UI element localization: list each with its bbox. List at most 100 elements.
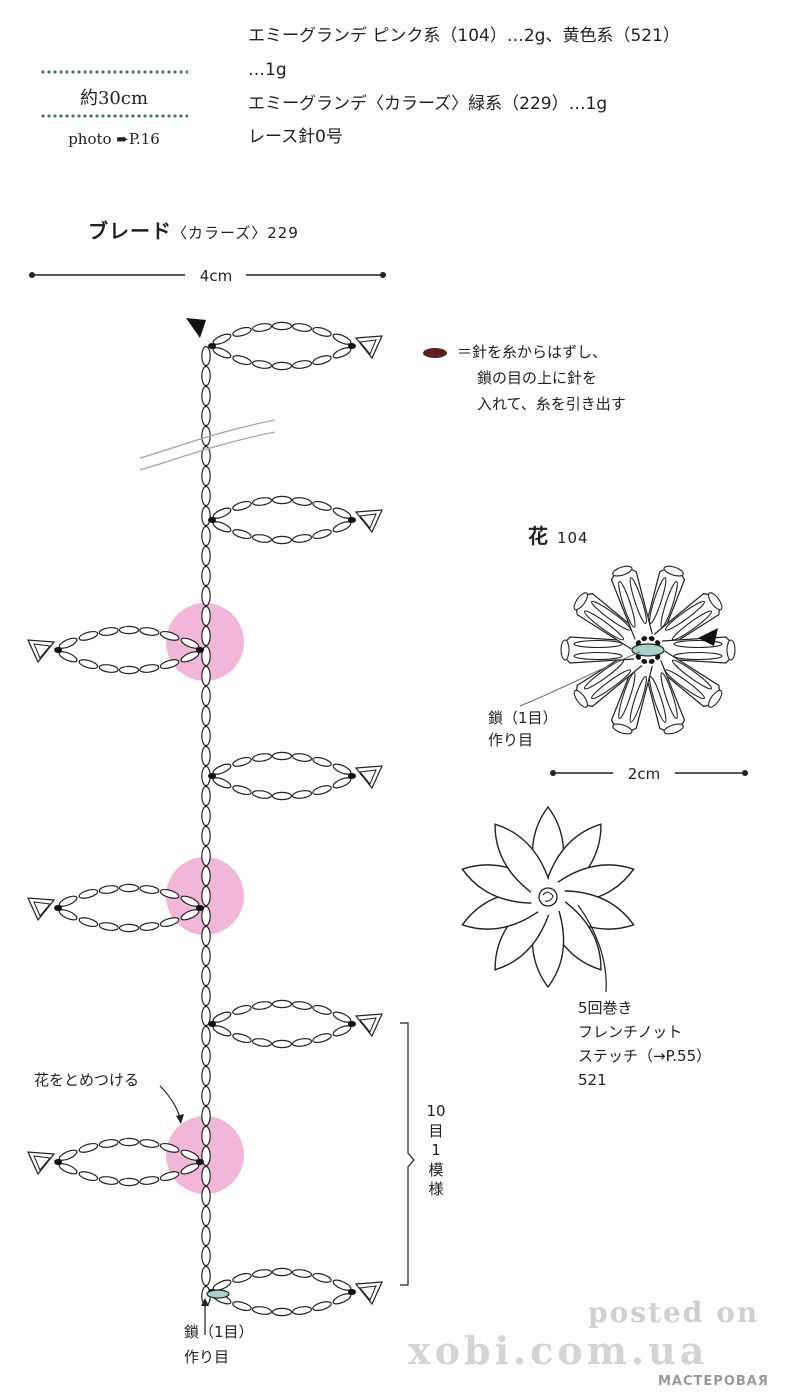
loop-chain	[159, 659, 180, 670]
loop-chain	[180, 909, 200, 921]
stem-chain	[201, 1105, 211, 1127]
picot-tip	[27, 897, 56, 922]
loop-chain	[271, 361, 293, 371]
loop-chain	[312, 1272, 332, 1283]
stem-chain	[201, 985, 211, 1007]
braid-width-label: 4cm	[200, 267, 232, 285]
watermark-posted: posted on	[588, 1296, 760, 1329]
petal-tip-chain	[612, 565, 633, 577]
stem-chain	[201, 465, 211, 487]
loop-chain	[118, 1177, 140, 1187]
stem-chain	[201, 1225, 211, 1247]
petal-chain	[671, 610, 713, 641]
loop-chain	[212, 521, 232, 533]
braid-loop	[208, 1267, 383, 1317]
loop-chain	[180, 1149, 200, 1161]
loop-chain	[212, 507, 232, 519]
stem-chain	[201, 405, 211, 427]
picot-tip-inner	[359, 1285, 377, 1301]
knot-pointer	[577, 904, 607, 993]
loop-chain	[159, 630, 180, 641]
stem-chain	[201, 1165, 211, 1187]
picot-tip-inner	[33, 1155, 51, 1171]
stem-chain	[201, 385, 211, 407]
braid-start-label-1: 鎖（1目）	[184, 1323, 254, 1341]
petal-chain	[583, 610, 625, 641]
loop-chain	[312, 326, 332, 337]
loop-chain	[159, 917, 180, 928]
loop-chain	[232, 756, 252, 767]
materials-line-4: レース針0号	[248, 127, 343, 147]
stem-chain	[201, 485, 211, 507]
loop-chain	[212, 347, 232, 359]
picot-tip	[354, 509, 383, 534]
braid-loop	[208, 999, 383, 1049]
loop-chain	[98, 1176, 119, 1185]
knot-label-3: ステッチ（→P.55）	[578, 1047, 712, 1065]
petal-chain	[629, 676, 647, 723]
loop-chain	[291, 1269, 313, 1278]
loop-chain	[139, 885, 160, 894]
stem-chain	[201, 1125, 211, 1147]
photo-reference: photo ➨P.16	[68, 130, 160, 148]
petal-tip-chain	[726, 639, 736, 661]
petal-base-dot	[641, 658, 648, 664]
flower-petal	[560, 636, 639, 664]
petal-tip-chain	[573, 689, 589, 708]
petal-tip-chain	[560, 639, 570, 661]
loop-chain	[58, 909, 78, 921]
loop-chain	[78, 888, 99, 899]
picot-tip-inner	[33, 901, 51, 917]
picot-tip-inner	[359, 339, 377, 355]
loop-chain	[291, 497, 313, 506]
stem-chain	[201, 745, 211, 767]
flower-title: 花 104	[528, 520, 589, 549]
loop-chain	[139, 627, 160, 636]
loop-chain	[58, 895, 78, 907]
loop-chain	[212, 1279, 232, 1291]
loop-chain	[271, 1267, 293, 1277]
flower-width-dimension: 2cm	[550, 765, 748, 783]
braid-title-text: ブレード	[88, 219, 172, 243]
stem-chain	[201, 605, 211, 627]
loop-chain	[78, 1171, 99, 1182]
stem-chain	[201, 825, 211, 847]
loop-chain	[180, 651, 200, 663]
loop-chain	[332, 1025, 352, 1037]
start-arrow-icon	[186, 318, 206, 338]
loop-chain	[58, 1149, 78, 1161]
loop-chain	[312, 756, 332, 767]
picot-tip	[354, 765, 383, 790]
french-knot	[538, 887, 558, 907]
repeat-label-2: 目	[428, 1121, 444, 1140]
materials-line-2: …1g	[248, 60, 287, 80]
repeat-label-5: 様	[428, 1180, 444, 1198]
flower-start-pointer	[519, 651, 641, 707]
slip-stitch-dot	[54, 647, 62, 653]
loop-chain	[212, 763, 232, 775]
loop-chain	[251, 753, 273, 762]
petal-chain	[664, 669, 705, 700]
petal-chain	[573, 639, 623, 649]
slip-stitch-symbol	[423, 348, 447, 358]
loop-chain	[232, 1272, 252, 1283]
loop-chain	[271, 495, 293, 505]
loop-chain	[291, 1038, 313, 1047]
repeat-brace	[400, 1022, 415, 1286]
flower-start-label-2: 作り目	[488, 731, 534, 749]
repeat-label-1: 10	[426, 1102, 446, 1120]
flower-petal	[573, 592, 643, 650]
picot-tip-inner	[359, 769, 377, 785]
loop-chain	[271, 535, 293, 545]
picot-tip-inner	[33, 643, 51, 659]
stem-chain	[201, 365, 211, 387]
loop-chain	[180, 895, 200, 907]
loop-chain	[78, 659, 99, 670]
loop-chain	[251, 497, 273, 506]
braid-start-label-2: 作り目	[184, 1348, 230, 1366]
loop-chain	[332, 333, 352, 345]
stem-chain	[201, 1205, 211, 1227]
braid-loop	[208, 751, 383, 801]
legend-line-1: ＝針を糸からはずし、	[457, 343, 608, 361]
